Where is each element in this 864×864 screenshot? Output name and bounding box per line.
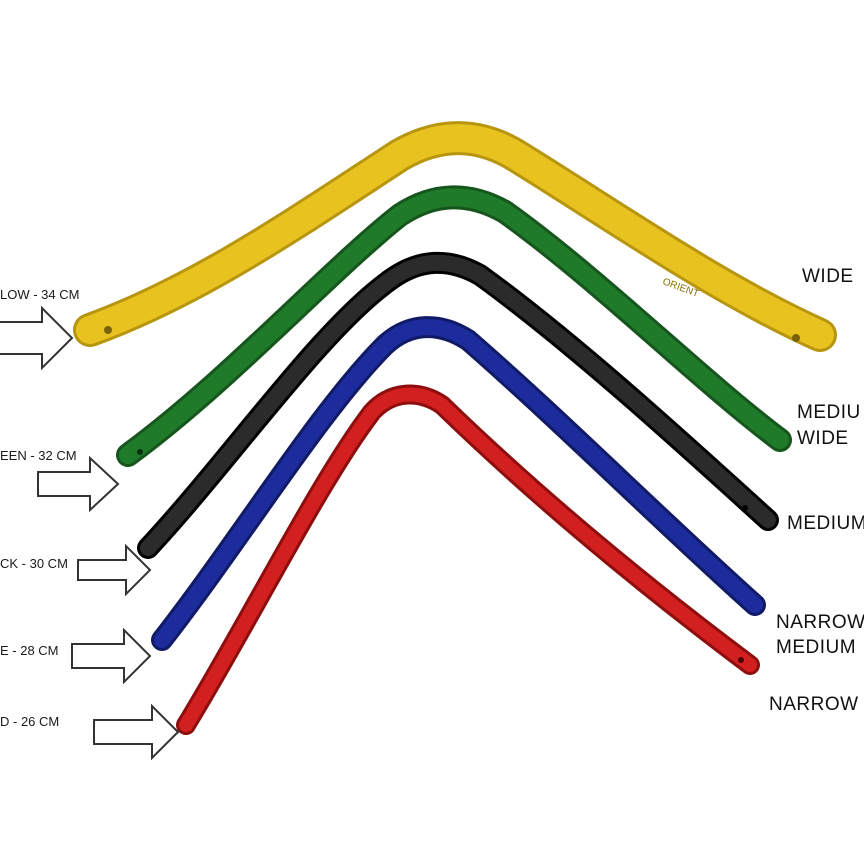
red-gullet-bar bbox=[176, 384, 760, 735]
label-narrow-medium-line2: MEDIUM bbox=[776, 637, 857, 658]
label-medium: MEDIUM bbox=[787, 513, 864, 534]
label-medium-wide-line2: WIDE bbox=[797, 428, 849, 449]
right-arrow-icon bbox=[37, 455, 120, 513]
label-medium-wide-line1: MEDIU bbox=[797, 402, 861, 423]
yellow-gullet-bar: ORIENT bbox=[73, 121, 837, 352]
label-green-size: EEN - 32 CM bbox=[0, 448, 77, 463]
right-arrow-icon bbox=[93, 703, 180, 761]
label-red-size: D - 26 CM bbox=[0, 714, 60, 729]
blue-gullet-bar bbox=[151, 316, 766, 651]
right-arrow-icon bbox=[0, 305, 74, 371]
right-arrow-icon bbox=[71, 627, 152, 685]
label-wide: WIDE bbox=[802, 266, 854, 287]
label-blue-size: E - 28 CM bbox=[0, 643, 59, 658]
black-gullet-bar bbox=[137, 251, 779, 559]
label-narrow: NARROW bbox=[769, 694, 859, 715]
green-gullet-bar bbox=[116, 185, 792, 467]
label-yellow-size: LOW - 34 CM bbox=[0, 287, 80, 302]
right-arrow-icon bbox=[77, 543, 152, 597]
label-narrow-medium-line1: NARROW bbox=[776, 612, 864, 633]
label-black-size: CK - 30 CM bbox=[0, 556, 68, 571]
